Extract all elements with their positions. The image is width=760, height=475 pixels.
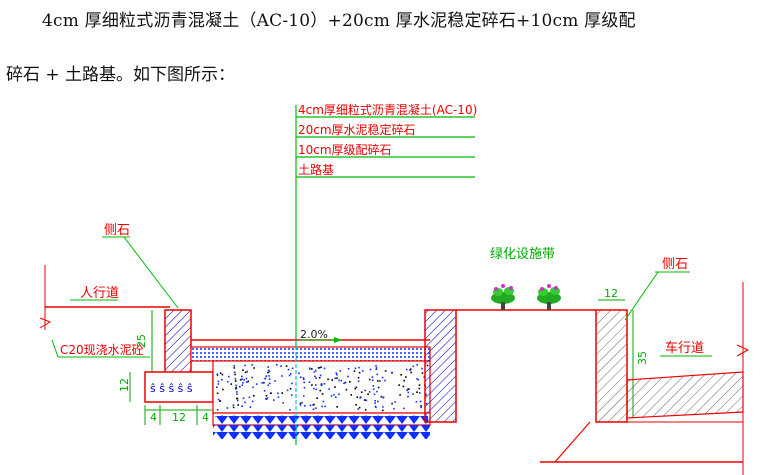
greenbelt-label: 绿化设施带: [490, 247, 555, 262]
layer-label-3: 10cm厚级配碎石: [298, 142, 392, 157]
median-curb-right: [595, 309, 628, 423]
layer-callout: 4cm厚细粒式沥青混凝土(AC-10) 20cm厚水泥稳定碎石 10cm厚级配碎…: [295, 102, 477, 445]
concrete-label: C20现浇水泥砼: [60, 343, 144, 357]
sidewalk: 人行道: [39, 265, 170, 330]
paragraph-line-1: 4cm 厚细粒式沥青混凝土（AC-10）+20cm 厚水泥稳定碎石+10cm 厚…: [42, 11, 636, 31]
base-height-dim: 12: [118, 378, 131, 392]
median-curb-left: [424, 309, 457, 423]
layer-label-4: 土路基: [298, 162, 334, 177]
sidewalk-label: 人行道: [80, 286, 119, 301]
svg-text:ŝ ŝ ŝ ŝ ŝ: ŝ ŝ ŝ ŝ ŝ: [150, 382, 193, 395]
dim-w-left: 4: [150, 411, 157, 424]
paragraph-line-2: 碎石 + 土路基。如下图所示：: [6, 65, 236, 85]
plant-icon: [537, 284, 561, 310]
carriageway-label: 车行道: [665, 340, 704, 356]
layer-label-1: 4cm厚细粒式沥青混凝土(AC-10): [298, 102, 477, 117]
layer-label-2: 20cm厚水泥稳定碎石: [298, 122, 416, 137]
concrete-texture: ŝ ŝ ŝ ŝ ŝ: [150, 382, 193, 395]
curb-height-dim: 25: [135, 334, 148, 348]
curb-right-height-dim: 35: [636, 351, 649, 365]
dim-w-right: 4: [202, 411, 209, 424]
left-curb-callout: 侧石: [102, 223, 179, 309]
left-curb-stone: [164, 309, 192, 383]
curb-right-label: 侧石: [662, 257, 688, 272]
asphalt-layer: [190, 346, 431, 362]
carriageway-pavement: [626, 371, 744, 419]
plant-icon: [491, 284, 515, 310]
dim-w-mid: 12: [172, 411, 186, 424]
cement-stabilized-layer: [212, 360, 431, 414]
curb-top-width-dim: 12: [604, 287, 618, 300]
curb-left-label: 侧石: [104, 223, 130, 238]
slope-label: 2.0%: [300, 328, 328, 341]
subgrade-layer: [213, 425, 430, 439]
